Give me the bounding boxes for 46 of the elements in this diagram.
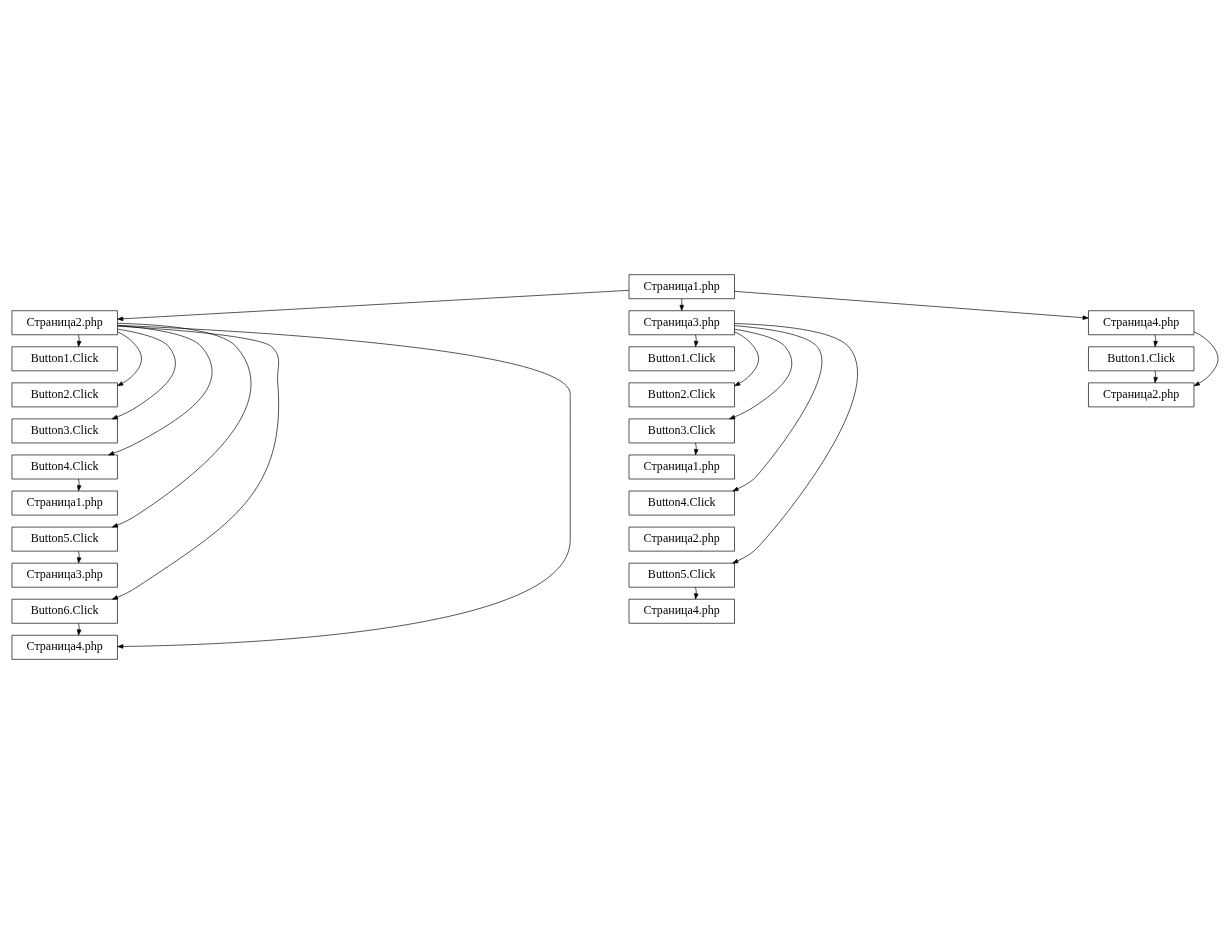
arrow [734,331,759,387]
node-box: Страница2.php [628,526,735,552]
node-box: Button2.Click [11,382,118,408]
node-box: Button6.Click [11,598,118,624]
arrow [117,331,142,387]
node-box: Страница1.php [11,490,118,516]
arrow [77,550,82,564]
node-box: Button4.Click [628,490,735,516]
node-box: Button1.Click [11,346,118,372]
arrow [77,334,82,347]
arrow [694,586,699,600]
arrow [732,323,858,564]
node-box: Button1.Click [628,346,735,372]
arrow [729,328,793,420]
node-box: Страница4.php [1088,310,1195,336]
arrow [117,325,571,649]
node-box: Button4.Click [11,454,118,480]
node-box: Страница2.php [11,310,118,336]
arrow [679,298,684,311]
node-box: Button5.Click [11,526,118,552]
arrow [108,325,213,456]
node-box: Страница3.php [11,562,118,588]
node-box: Страница1.php [628,274,735,300]
arrow [1153,370,1158,384]
arrow [732,325,822,492]
node-box: Button1.Click [1088,346,1195,372]
arrow [77,622,82,636]
node-box: Страница4.php [628,598,735,624]
arrow [117,290,630,321]
arrow [77,478,82,492]
node-box: Страница3.php [628,310,735,336]
arrow [734,291,1089,320]
node-box: Button5.Click [628,562,735,588]
node-box: Страница2.php [1088,382,1195,408]
arrow [694,334,699,347]
node-box: Страница4.php [11,634,118,660]
node-box: Button3.Click [11,418,118,444]
arrow [694,442,699,456]
arrow [112,325,279,600]
node-box: Button2.Click [628,382,735,408]
node-box: Button3.Click [628,418,735,444]
node-box: Страница1.php [628,454,735,480]
arrow [112,322,252,528]
arrow [111,328,176,420]
arrow [1153,334,1158,347]
arrow [1193,331,1219,387]
